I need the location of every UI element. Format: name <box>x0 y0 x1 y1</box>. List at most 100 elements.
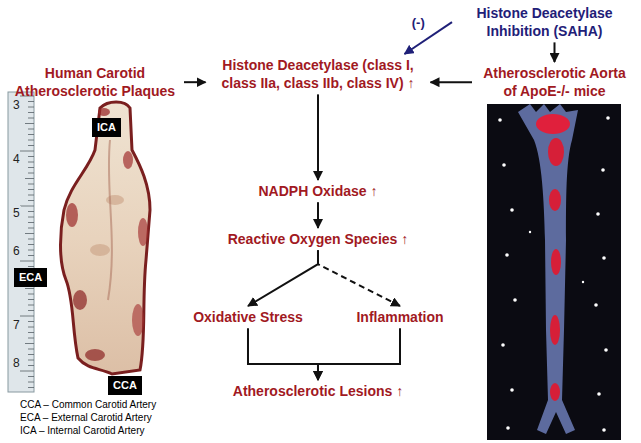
ruler-tick <box>28 228 34 229</box>
ruler-tick <box>28 156 34 157</box>
illustration-part <box>582 281 584 283</box>
ruler-tick <box>28 310 34 311</box>
flow-node: Histone Deacetylase (class I, class IIa,… <box>206 54 431 94</box>
ruler-body <box>8 92 34 392</box>
illustration-part <box>513 298 517 302</box>
lesion-stain <box>550 383 560 401</box>
plaque-tissue <box>61 102 151 374</box>
ruler-tick <box>25 288 34 289</box>
tissue-fold <box>106 195 124 205</box>
ruler-tick <box>28 167 34 168</box>
ruler-tick <box>28 195 34 196</box>
tissue-fold <box>90 244 110 256</box>
ruler-tick <box>28 134 34 135</box>
flow-node: Human Carotid Atherosclerotic Plaques <box>6 62 184 102</box>
flow-node: Atherosclerotic Aorta of ApoE-/- mice <box>472 62 637 102</box>
ruler-tick <box>20 151 34 152</box>
ruler-tick <box>28 140 34 141</box>
ruler-tick <box>25 178 34 179</box>
ruler-tick <box>20 261 34 262</box>
flow-node: Atherosclerotic Lesions ↑ <box>229 380 407 402</box>
lesion-stain <box>548 138 564 166</box>
lesion-stain <box>550 315 560 345</box>
aorta-vessel <box>518 104 578 434</box>
edge-label: (-) <box>410 15 427 30</box>
ruler-tick <box>28 189 34 190</box>
flow-node: Inflammation <box>352 306 447 328</box>
ruler-tick <box>28 255 34 256</box>
blood-spot <box>98 108 110 116</box>
aorta-photo <box>487 104 621 440</box>
ruler-tick <box>28 162 34 163</box>
ruler-number: 6 <box>12 244 21 258</box>
ruler-tick <box>28 305 34 306</box>
ruler-tick <box>28 332 34 333</box>
node-text: NADPH Oxidase ↑ <box>258 182 377 200</box>
blood-spot <box>123 151 133 169</box>
ruler-tick <box>28 145 34 146</box>
illustration-part <box>601 168 605 172</box>
ruler-tick <box>28 299 34 300</box>
illustration-part <box>502 163 506 167</box>
illustration-part <box>596 212 600 216</box>
lesion-stain <box>551 249 561 275</box>
ruler-tick <box>28 338 34 339</box>
ruler-number: 4 <box>12 152 21 166</box>
ruler-tick <box>28 129 34 130</box>
tissue-strand <box>108 140 112 300</box>
ruler-number: 3 <box>12 98 21 112</box>
pins <box>498 116 610 432</box>
illustration-part <box>510 208 514 212</box>
ruler-ticks <box>20 96 34 388</box>
illustration-part <box>602 428 606 432</box>
blood-spot <box>132 304 144 336</box>
flow-node: Oxidative Stress <box>189 306 307 328</box>
illustration-part <box>501 343 505 347</box>
ruler-tick <box>28 173 34 174</box>
ruler-tick <box>28 101 34 102</box>
illustration-part <box>529 231 531 233</box>
ruler-tick <box>20 371 34 372</box>
illustration-part <box>510 388 514 392</box>
ruler-tick <box>28 294 34 295</box>
flow-arrow <box>317 94 319 180</box>
illustration-part <box>594 303 598 307</box>
illustration-part <box>505 253 509 257</box>
ruler-tick <box>28 360 34 361</box>
node-text: Human Carotid Atherosclerotic Plaques <box>10 64 180 100</box>
ruler-number: 8 <box>12 356 21 370</box>
ruler-tick <box>28 327 34 328</box>
ruler-tick <box>28 239 34 240</box>
flow-arrow <box>431 81 473 83</box>
ruler-tick <box>28 382 34 383</box>
ruler-tick <box>28 266 34 267</box>
ruler-tick <box>25 343 34 344</box>
flow-arrow <box>317 202 319 228</box>
blood-spot <box>138 218 148 246</box>
lesion-stain <box>549 189 561 211</box>
illustration-part <box>606 116 610 120</box>
ruler-tick <box>28 211 34 212</box>
ruler-tick <box>20 206 34 207</box>
flow-node: Histone Deacetylase Inhibition (SAHA) <box>452 2 637 42</box>
ruler-tick <box>28 365 34 366</box>
ruler-tick <box>28 321 34 322</box>
ruler-tick <box>28 387 34 388</box>
ruler-number: 5 <box>12 206 21 220</box>
lesion-stain <box>536 114 570 134</box>
node-text: Reactive Oxygen Species ↑ <box>228 230 409 248</box>
flow-node: NADPH Oxidase ↑ <box>254 180 381 202</box>
illustration-part <box>498 118 502 122</box>
ruler-tick <box>25 123 34 124</box>
node-text: Histone Deacetylase (class I, class IIa,… <box>210 56 427 92</box>
blood-spot <box>85 349 105 361</box>
legend-note: ECA – External Carotid Artery <box>20 412 152 424</box>
illustration-part <box>506 426 510 430</box>
legend-note: ICA – Internal Carotid Artery <box>20 425 145 437</box>
ruler-tick <box>28 217 34 218</box>
ruler-tick <box>28 200 34 201</box>
illustration-part <box>602 256 606 260</box>
flow-arrow <box>554 42 556 62</box>
photo-tag: ICA <box>92 118 121 137</box>
ruler-tick <box>28 118 34 119</box>
